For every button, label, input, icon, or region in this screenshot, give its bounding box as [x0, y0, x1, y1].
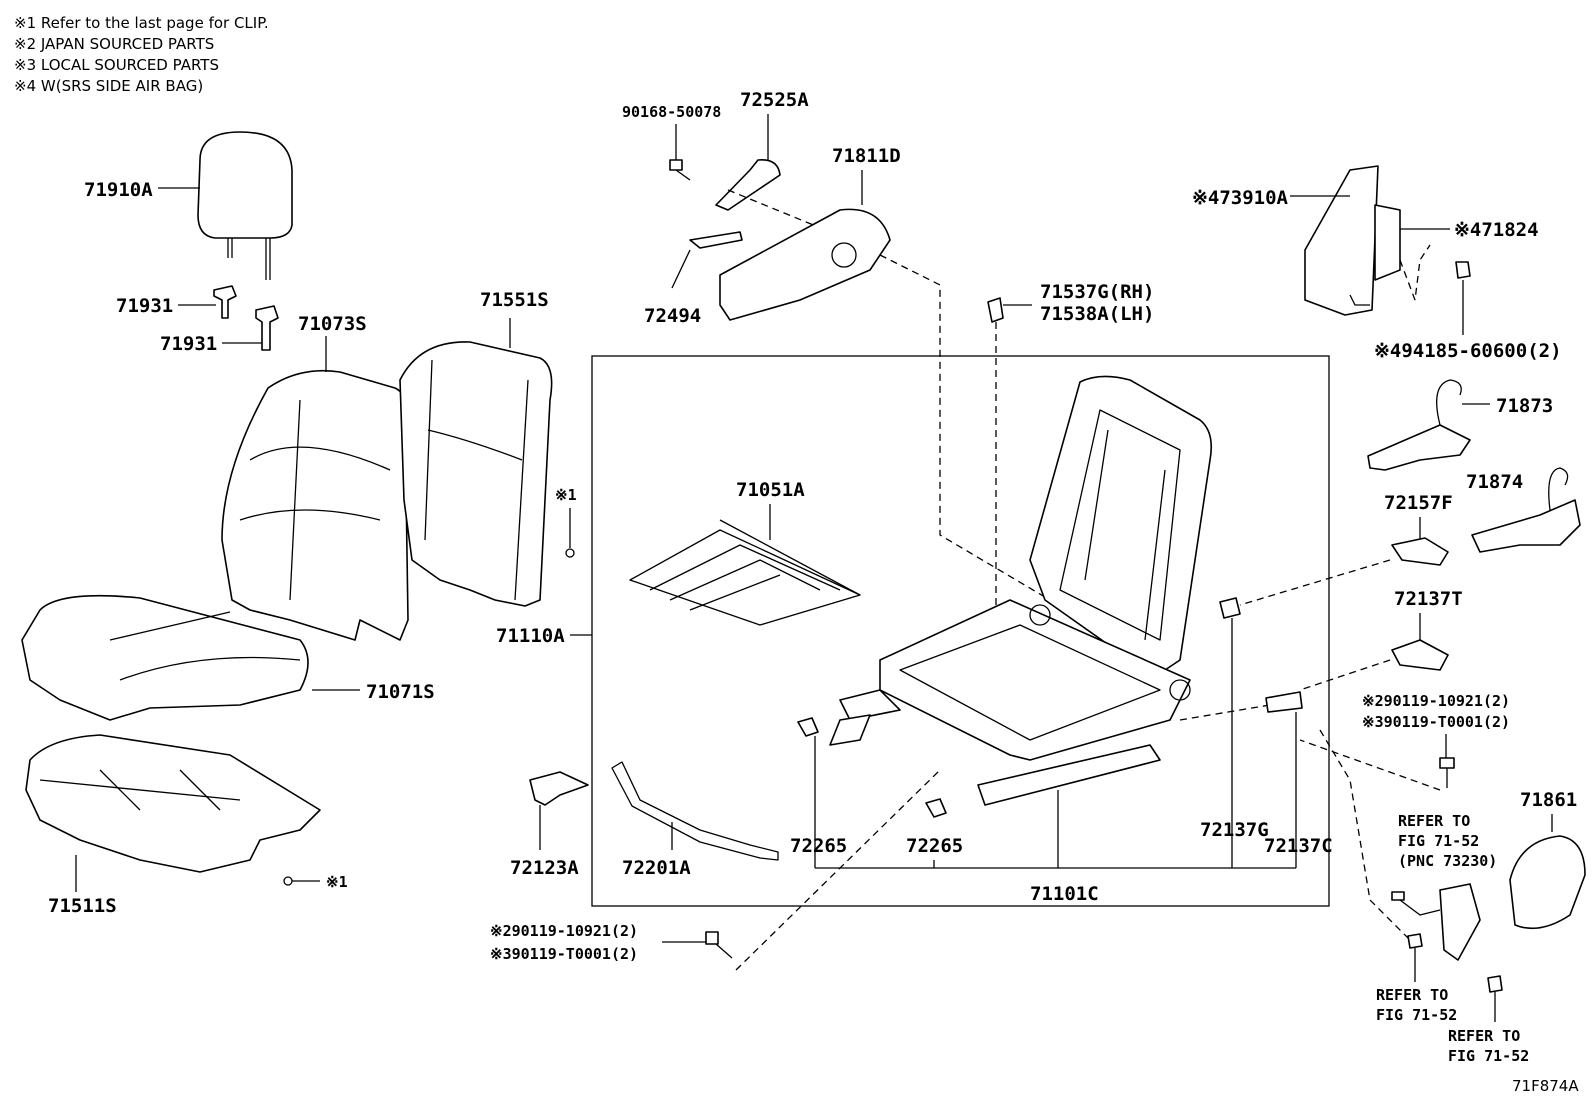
nut-refer2-drawing [1407, 933, 1423, 949]
clip-upper-drawing [565, 548, 575, 558]
part-71873: 71873 [1496, 395, 1553, 417]
refer-1-line-3: (PNC 73230) [1398, 852, 1497, 870]
part-90168-50078: 90168-50078 [622, 103, 721, 121]
part-73910A: ※473910A [1192, 187, 1289, 209]
refer-1-line-2: FIG 71-52 [1398, 832, 1479, 850]
recliner-lever-drawing [689, 231, 743, 249]
part-71110A: 71110A [496, 625, 565, 647]
part-72123A: 72123A [510, 857, 579, 879]
cushion-cover-drawing [21, 594, 309, 721]
part-72157F: 72157F [1384, 492, 1453, 514]
refer-3-line-2: FIG 71-52 [1448, 1047, 1529, 1065]
bolt-90119-right-drawing [1439, 757, 1455, 788]
part-72494: 72494 [644, 305, 701, 327]
dash-72157F [1239, 559, 1391, 606]
bracket-71873-drawing [1367, 424, 1471, 471]
clip-lower-drawing [283, 876, 293, 886]
clip-72265-left-drawing [797, 717, 819, 737]
part-72265-left: 72265 [790, 835, 847, 857]
dash-72137T [1299, 659, 1391, 691]
bracket-72123A-drawing [529, 771, 589, 806]
part-71537G-RH: 71537G(RH) [1040, 281, 1154, 303]
bolt-90168-drawing [669, 159, 691, 181]
part-90119-T0001-bottom: ※390119-T0001(2) [490, 945, 638, 963]
clip-note-lower: ※1 [326, 873, 348, 891]
part-71073S: 71073S [298, 313, 367, 335]
seatback-pad-drawing [399, 341, 553, 607]
cover-71861-drawing [1509, 835, 1586, 930]
part-71811D: 71811D [832, 145, 901, 167]
refer-2-line-1: REFER TO [1376, 986, 1448, 1004]
rod-72201A-drawing [611, 761, 779, 861]
clip-72137C-drawing [1265, 691, 1303, 713]
part-72265-right: 72265 [906, 835, 963, 857]
dash-71824 [1399, 244, 1431, 301]
clip-72265-right-drawing [925, 798, 947, 818]
part-71538A-LH: 71538A(LH) [1040, 303, 1154, 325]
refer-1-line-1: REFER TO [1398, 812, 1470, 830]
part-71874: 71874 [1466, 471, 1523, 493]
part-90119-10921-bottom: ※290119-10921(2) [490, 922, 638, 940]
bolt-90119-bottom-drawing [705, 931, 733, 959]
refer-2-line-2: FIG 71-52 [1376, 1006, 1457, 1024]
nut-94185-drawing [1455, 261, 1471, 279]
dash-90119-right [1299, 739, 1441, 791]
figure-code: 71F874A [1512, 1077, 1579, 1095]
headrest-support-drawing [213, 285, 279, 351]
cushion-pad-drawing [25, 734, 321, 873]
part-72137C: 72137C [1264, 835, 1333, 857]
part-71931-lower: 71931 [160, 333, 217, 355]
spring-mat-drawing [629, 519, 861, 626]
seat-frame-group-box [591, 355, 1330, 907]
refer-3-line-1: REFER TO [1448, 1027, 1520, 1045]
recliner-cover-drawing [715, 158, 781, 211]
part-71931-upper: 71931 [116, 295, 173, 317]
bracket-72137T-drawing [1391, 639, 1449, 671]
note-3: ※3 LOCAL SOURCED PARTS [14, 56, 219, 74]
part-94185-60600: ※494185-60600(2) [1374, 340, 1562, 362]
part-90119-10921-right: ※290119-10921(2) [1362, 692, 1510, 710]
seatback-cover-drawing [221, 369, 409, 641]
part-90119-T0001-right: ※390119-T0001(2) [1362, 713, 1510, 731]
dash-90119-bottom [735, 769, 941, 971]
leader-72494 [671, 249, 691, 289]
headrest-drawing [197, 131, 293, 280]
part-72137G: 72137G [1200, 819, 1269, 841]
recliner-cover-outer-drawing [719, 208, 891, 321]
note-4: ※4 W(SRS SIDE AIR BAG) [14, 77, 203, 95]
part-72137T: 72137T [1394, 588, 1463, 610]
part-71051A: 71051A [736, 479, 805, 501]
part-71910A: 71910A [84, 179, 153, 201]
part-71824: ※471824 [1454, 219, 1539, 241]
note-2: ※2 JAPAN SOURCED PARTS [14, 35, 214, 53]
note-1: ※1 Refer to the last page for CLIP. [14, 14, 269, 32]
nut-refer3-drawing [1487, 975, 1503, 993]
part-71071S: 71071S [366, 681, 435, 703]
part-71551S: 71551S [480, 289, 549, 311]
belt-buckle-drawing [1391, 883, 1481, 961]
seat-frame-drawing [829, 375, 1213, 806]
bracket-72157F-drawing [1391, 537, 1449, 566]
part-71511S: 71511S [48, 895, 117, 917]
clip-72137G-drawing [1219, 597, 1241, 619]
part-72201A: 72201A [622, 857, 691, 879]
side-airbag-drawing [1304, 165, 1379, 316]
bracket-71874-drawing [1471, 499, 1581, 553]
part-72525A: 72525A [740, 89, 809, 111]
airbag-bracket-drawing [1374, 204, 1401, 281]
part-71861: 71861 [1520, 789, 1577, 811]
clip-note-upper: ※1 [555, 486, 577, 504]
dash-buckle [1319, 729, 1411, 941]
part-71101C: 71101C [1030, 883, 1099, 905]
bracket-71537G-drawing [987, 297, 1004, 323]
dash-71811D [879, 254, 1051, 601]
